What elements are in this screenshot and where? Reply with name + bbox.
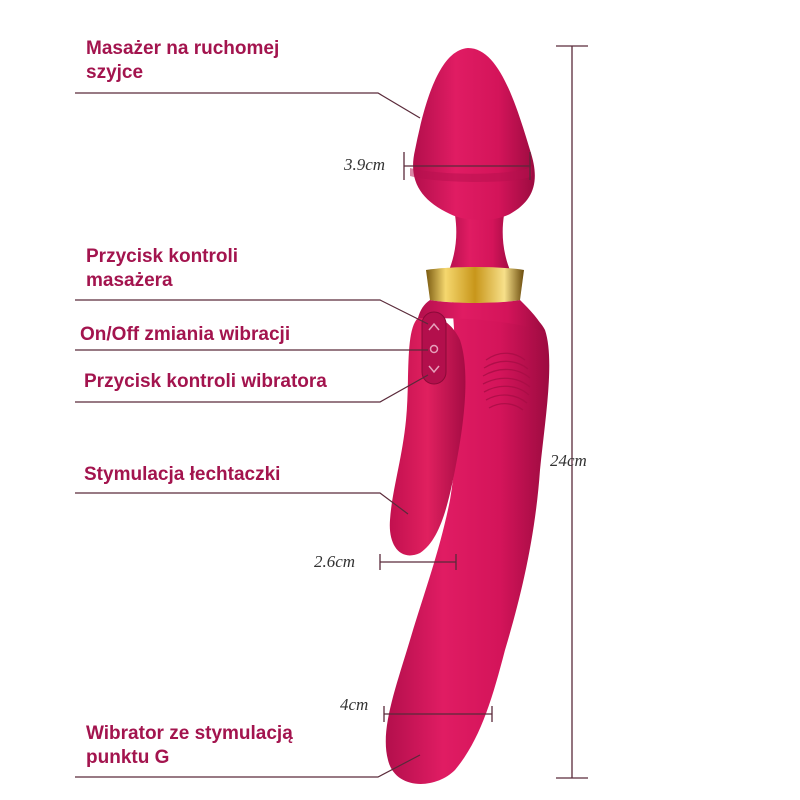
label-gspot-line2: punktu G [86,747,170,768]
power-button-icon [429,344,439,354]
label-neck-massager-line2: szyjce [86,62,144,83]
dim-total-length: 24cm [550,451,587,470]
label-massager-button: Przycisk kontroli masażera [86,245,238,293]
label-gspot: Wibrator ze stymulacją punktu G [86,722,293,770]
label-onoff: On/Off zmiania wibracji [80,324,291,345]
dim-shaft-width: 4cm [340,695,369,714]
clit-arm [389,315,466,556]
ribbed-texture [482,352,531,411]
dim-head-width: 3.9cm [344,155,386,174]
gspot-shaft [385,299,550,784]
leader-lines [75,92,429,778]
label-vibrator-button: Przycisk kontroli wibratora [84,371,327,392]
gold-band [426,267,524,303]
flexible-neck [447,215,512,275]
label-neck-massager: Masażer na ruchomej szyjce [86,37,279,85]
chevron-down-icon [428,365,440,374]
label-massager-button-line2: masażera [86,270,173,291]
control-panel [421,311,447,385]
massager-head [413,48,535,220]
label-massager-button-line1: Przycisk kontroli [86,246,239,267]
label-clit-stim: Stymulacja łechtaczki [84,464,281,485]
label-gspot-line1: Wibrator ze stymulacją [86,723,293,744]
dimension-lines [379,45,588,779]
chevron-up-icon [428,322,440,331]
label-neck-massager-line1: Masażer na ruchomej [86,38,280,59]
dim-arm-width: 2.6cm [314,552,356,571]
